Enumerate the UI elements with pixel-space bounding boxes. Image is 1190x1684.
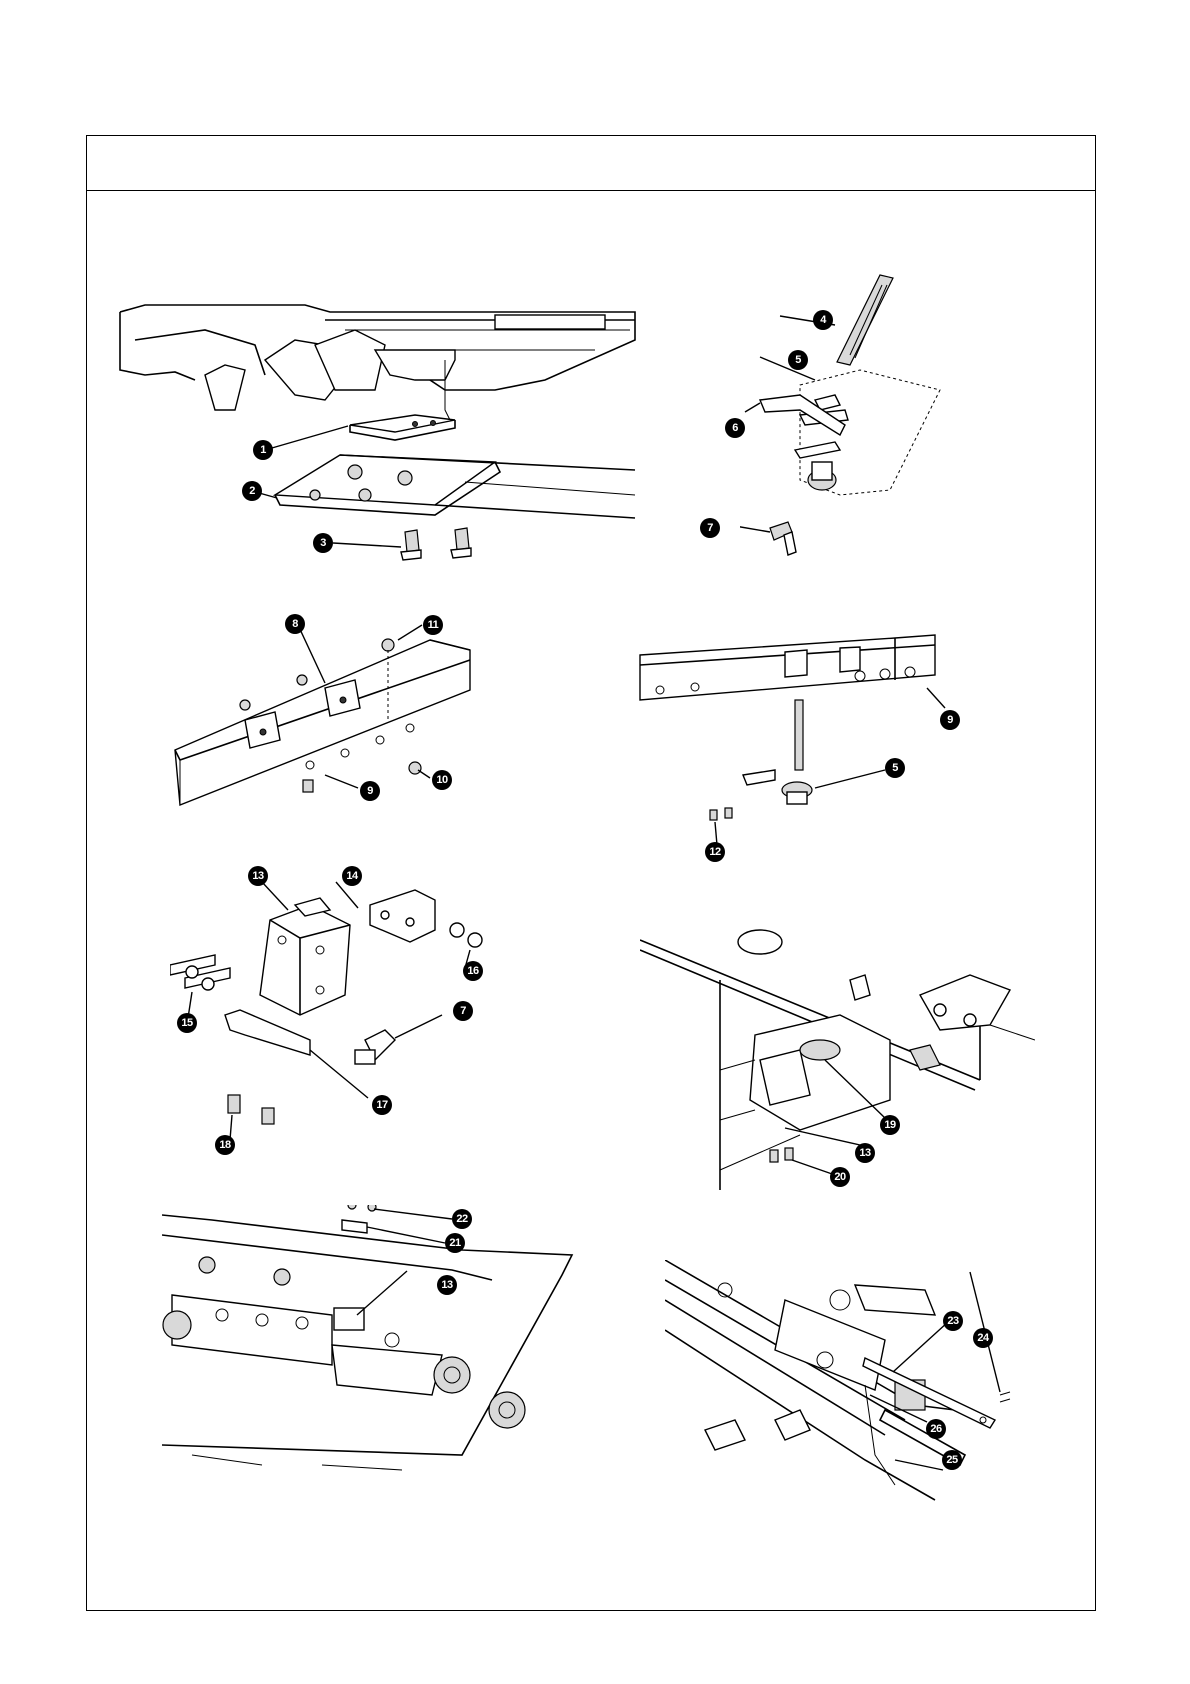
callout-13: 13: [248, 866, 268, 886]
callout-9: 9: [360, 781, 380, 801]
callout-15: 15: [177, 1013, 197, 1033]
callout-24: 24: [973, 1328, 993, 1348]
panel-8: 23 24 26 25: [665, 1260, 1055, 1510]
callout-13c: 13: [437, 1275, 457, 1295]
panel-3: 8 11 10 9: [170, 610, 530, 830]
callout-4: 4: [813, 310, 833, 330]
callout-9b: 9: [940, 710, 960, 730]
callout-20: 20: [830, 1167, 850, 1187]
callout-17: 17: [372, 1095, 392, 1115]
callout-2: 2: [242, 481, 262, 501]
callout-14: 14: [342, 866, 362, 886]
callout-13b: 13: [855, 1143, 875, 1163]
callout-25: 25: [942, 1450, 962, 1470]
callout-5b: 5: [885, 758, 905, 778]
callout-5: 5: [788, 350, 808, 370]
callout-10: 10: [432, 770, 452, 790]
panel-4: 5 9 12: [635, 630, 985, 870]
panel-2: 4 5 6 7: [740, 270, 960, 580]
callout-7: 7: [700, 518, 720, 538]
panel-8-drawing: [665, 1260, 1055, 1510]
callout-12: 12: [705, 842, 725, 862]
panel-1: 1 2 3: [115, 300, 645, 590]
panel-5: 13 14 15 16 7 17 18: [170, 850, 520, 1160]
panel-3-drawing: [170, 610, 530, 830]
callout-26: 26: [926, 1419, 946, 1439]
panel-4-drawing: [635, 630, 985, 870]
panel-6: 19 13 20: [640, 920, 1035, 1190]
panel-6-drawing: [640, 920, 1035, 1190]
callout-1: 1: [253, 440, 273, 460]
callout-18: 18: [215, 1135, 235, 1155]
panel-2-drawing: [740, 270, 960, 580]
callout-11: 11: [423, 615, 443, 635]
callout-3: 3: [313, 533, 333, 553]
panel-7: 22 21 13: [162, 1205, 582, 1475]
panel-7-drawing: [162, 1205, 582, 1475]
callout-19: 19: [880, 1115, 900, 1135]
callout-21: 21: [445, 1233, 465, 1253]
callout-7b: 7: [453, 1001, 473, 1021]
callout-6: 6: [725, 418, 745, 438]
callout-8: 8: [285, 614, 305, 634]
panel-1-drawing: [115, 300, 645, 590]
header-bar: [87, 136, 1095, 191]
callout-23: 23: [943, 1311, 963, 1331]
callout-16: 16: [463, 961, 483, 981]
callout-22: 22: [452, 1209, 472, 1229]
